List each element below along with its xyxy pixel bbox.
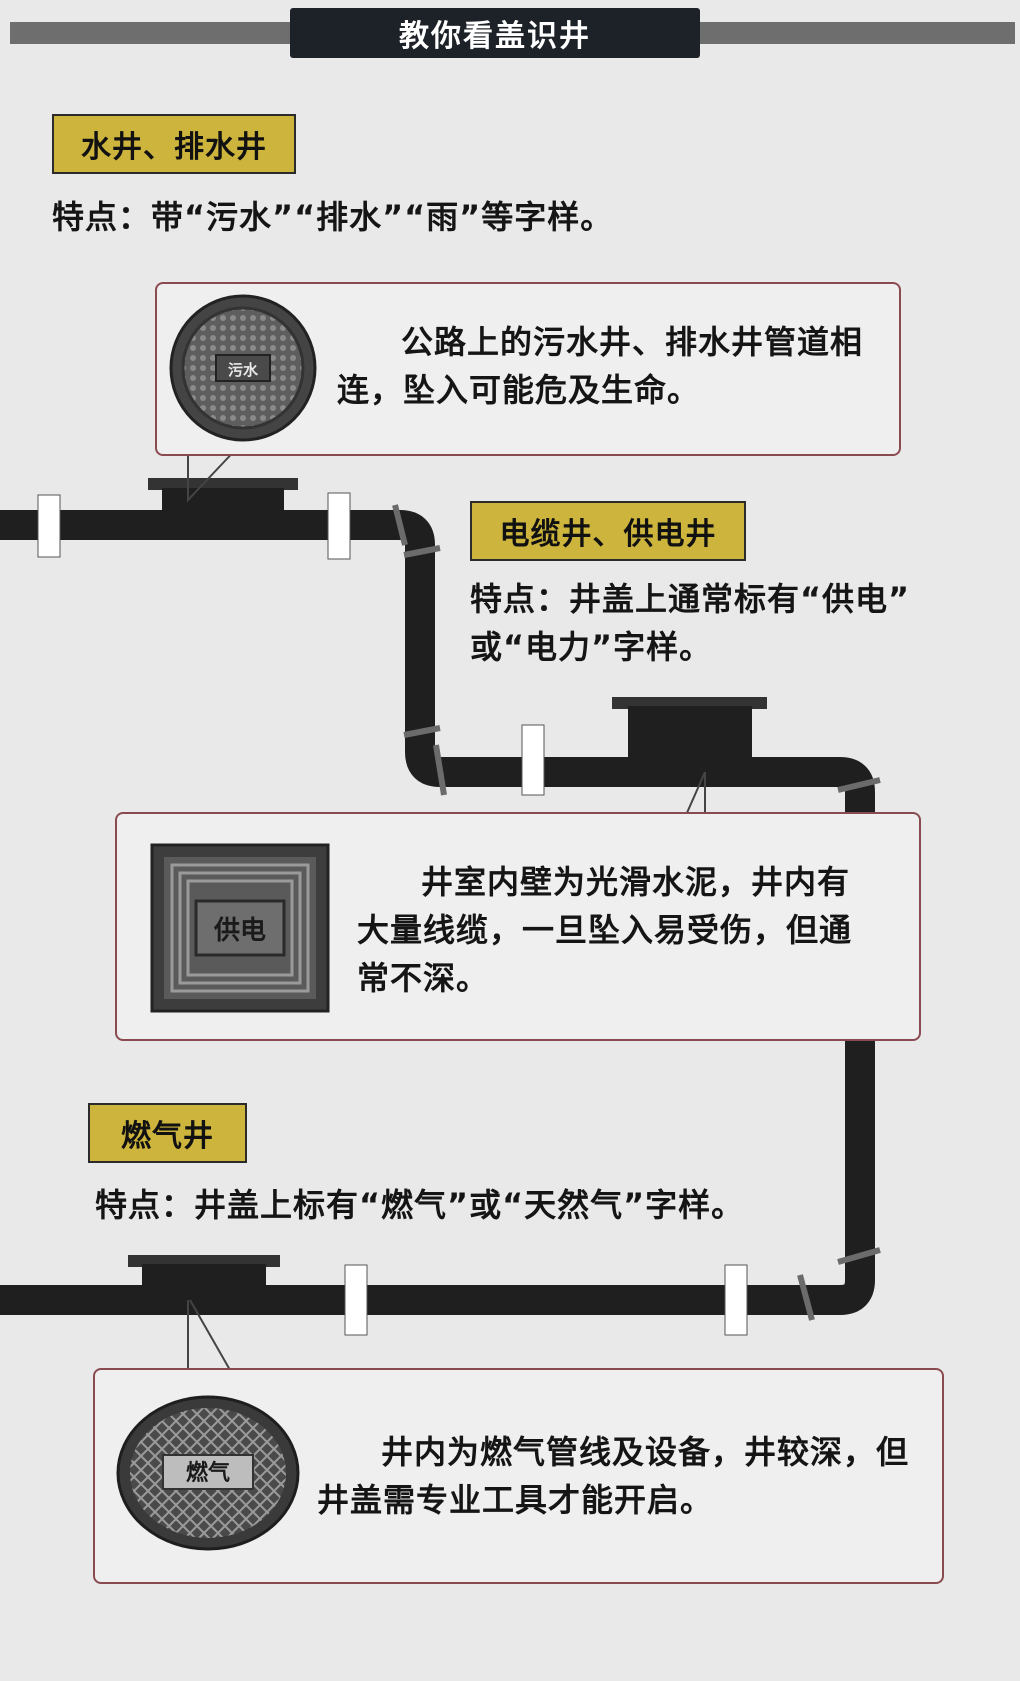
shaft-body-1 (162, 488, 284, 528)
pipe-clamp (724, 1264, 748, 1336)
pipe-clamp (37, 494, 61, 558)
pipe-clamp (344, 1264, 368, 1336)
section-tag-gas: 燃气井 (88, 1103, 247, 1163)
square-manhole-cover-icon: 供电 (150, 843, 330, 1013)
pipe-clamp (521, 724, 545, 796)
section-feature-cable-line2: 或“电力”字样。 (470, 628, 713, 666)
header-bar-left (10, 22, 295, 44)
description-text-drain: 公路上的污水井、排水井管道相连，坠入可能危及生命。 (337, 323, 864, 409)
section-tag-cable: 电缆井、供电井 (470, 501, 746, 561)
cover-label-drain: 污水 (228, 361, 259, 379)
page-title: 教你看盖识井 (290, 8, 700, 58)
section-feature-drain: 特点：带“污水”“排水”“雨”等字样。 (52, 198, 614, 236)
section-tag-drain: 水井、排水井 (52, 114, 296, 174)
shaft-body-2 (628, 706, 752, 774)
pipe-clamp (327, 492, 351, 560)
callout-pointer-1 (187, 444, 241, 503)
section-feature-gas: 特点：井盖上标有“燃气”或“天然气”字样。 (95, 1186, 745, 1224)
cover-label-gas: 燃气 (186, 1460, 230, 1486)
section-feature-cable-line1: 特点：井盖上通常标有“供电” (470, 580, 911, 618)
gas-manhole-cover-icon: 燃气 (116, 1395, 300, 1551)
description-text-gas: 井内为燃气管线及设备，井较深，但井盖需专业工具才能开启。 (317, 1433, 910, 1519)
description-text-cable: 井室内壁为光滑水泥，井内有大量线缆，一旦坠入易受伤，但通常不深。 (357, 863, 853, 997)
shaft-lid-1 (148, 478, 298, 490)
shaft-body-3 (142, 1264, 266, 1302)
round-manhole-cover-icon: 污水 (169, 294, 317, 442)
cover-label-cable: 供电 (213, 916, 266, 946)
header-bar-right (695, 22, 1015, 44)
pipe-joints (392, 504, 881, 1321)
